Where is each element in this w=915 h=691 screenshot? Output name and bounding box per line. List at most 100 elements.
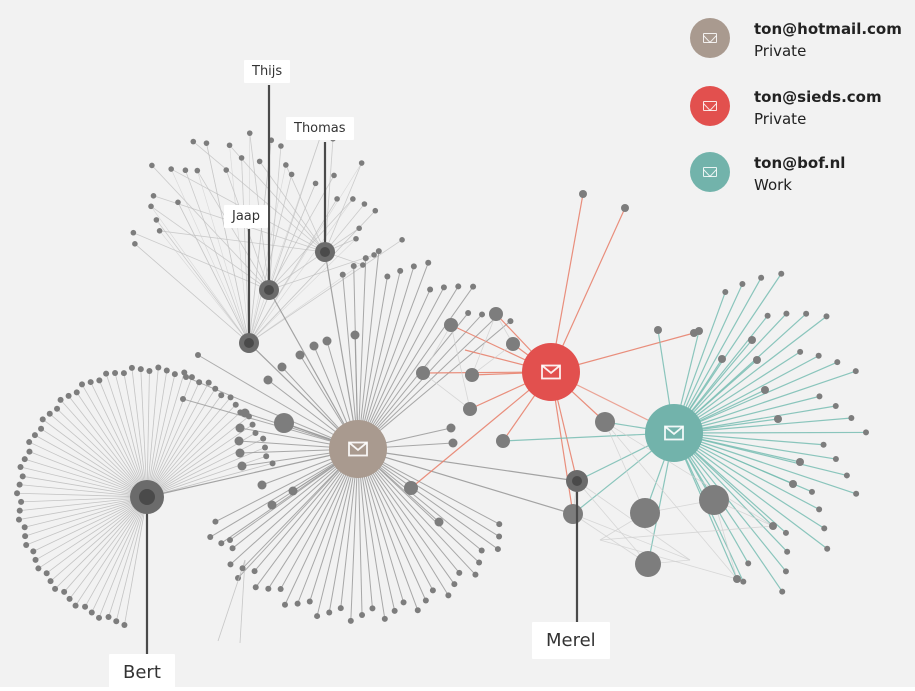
contact-node (212, 385, 219, 392)
contact-node (384, 273, 391, 280)
contact-node (337, 605, 344, 612)
connection-line (24, 458, 148, 498)
contact-node (249, 421, 256, 428)
connection-line (268, 289, 359, 450)
connection-line (550, 207, 626, 373)
contact-node (476, 559, 483, 566)
legend-item-sieds[interactable]: ton@sieds.com Private (690, 86, 882, 130)
legend-email: ton@bof.nl (754, 154, 846, 172)
contact-node (834, 359, 841, 366)
connection-line (673, 432, 825, 529)
connection-line (75, 496, 148, 606)
contact-node (277, 586, 284, 593)
contact-node (359, 611, 366, 618)
contact-node (263, 375, 273, 385)
contact-node (267, 500, 277, 510)
contact-node (356, 225, 362, 232)
contact-node (753, 356, 761, 364)
contact-node (748, 336, 756, 344)
contact-node-core (572, 476, 582, 486)
connection-line (54, 496, 148, 590)
contact-node (163, 367, 170, 374)
contact-node (821, 525, 828, 532)
connection-line (357, 262, 429, 450)
contact-node (65, 392, 72, 399)
connection-line (159, 230, 326, 253)
contact-node (181, 369, 188, 376)
contact-node (14, 490, 21, 497)
connection-line (357, 270, 401, 450)
connection-line (49, 413, 148, 498)
contact-node (252, 429, 259, 436)
contact-node (362, 255, 369, 262)
contact-node (43, 570, 50, 577)
connection-line (357, 287, 445, 450)
connection-line (24, 496, 148, 528)
contact-node (740, 578, 747, 585)
connection-line (197, 170, 250, 344)
contact-node (16, 481, 23, 488)
contact-node (171, 371, 178, 378)
connection-line (24, 496, 148, 537)
contact-node (54, 405, 61, 412)
contact-node (359, 262, 366, 268)
legend-email: ton@sieds.com (754, 88, 882, 106)
contact-node (274, 413, 294, 433)
contact-node (595, 412, 615, 432)
connection-line (268, 198, 354, 291)
contact-node (79, 381, 85, 388)
connection-line (81, 384, 148, 498)
contact-node (434, 517, 444, 527)
connection-line (572, 513, 691, 561)
connection-line (114, 372, 148, 498)
contact-label-thomas: Thomas (286, 117, 354, 140)
contact-node (96, 377, 103, 384)
contact-node (579, 190, 587, 198)
connection-line (84, 496, 148, 607)
contact-node (295, 350, 305, 360)
connection-line (357, 286, 474, 450)
contact-node (96, 614, 103, 621)
connection-line (146, 447, 266, 498)
connection-line (146, 448, 359, 498)
connection-line (357, 266, 415, 450)
contact-node (761, 386, 769, 394)
contact-node (155, 364, 162, 371)
connection-line (324, 251, 359, 450)
contact-node (314, 613, 321, 620)
contact-node (226, 142, 233, 149)
contact-node (371, 252, 377, 258)
connection-line (357, 448, 578, 482)
contact-node (46, 410, 53, 417)
contact-node (440, 284, 447, 291)
contact-node (404, 481, 418, 495)
contact-node (803, 310, 810, 317)
contact-node (796, 458, 804, 466)
connection-line (673, 277, 762, 434)
connection-line (450, 324, 471, 410)
connection-line (673, 432, 828, 550)
connection-line (146, 438, 264, 498)
contact-node (156, 228, 163, 234)
contact-node (30, 548, 37, 555)
contact-node (479, 311, 486, 318)
connection-line (156, 219, 250, 344)
connection-line (471, 343, 514, 376)
contact-node (57, 396, 64, 403)
contact-node (88, 609, 95, 616)
contact-node (654, 326, 662, 334)
connection-line (225, 169, 270, 291)
connection-line (673, 431, 867, 434)
connection-line (673, 417, 852, 434)
connection-line (146, 394, 222, 498)
contact-node (843, 472, 850, 479)
legend-item-hotmail[interactable]: ton@hotmail.com Private (690, 18, 902, 62)
contact-node (35, 565, 42, 572)
connection-line (50, 496, 148, 582)
connection-line (146, 388, 216, 498)
contact-node-core (244, 338, 254, 348)
contact-node (823, 313, 830, 320)
legend-item-bof[interactable]: ton@bof.nl Work (690, 152, 845, 196)
contact-node (168, 166, 174, 172)
